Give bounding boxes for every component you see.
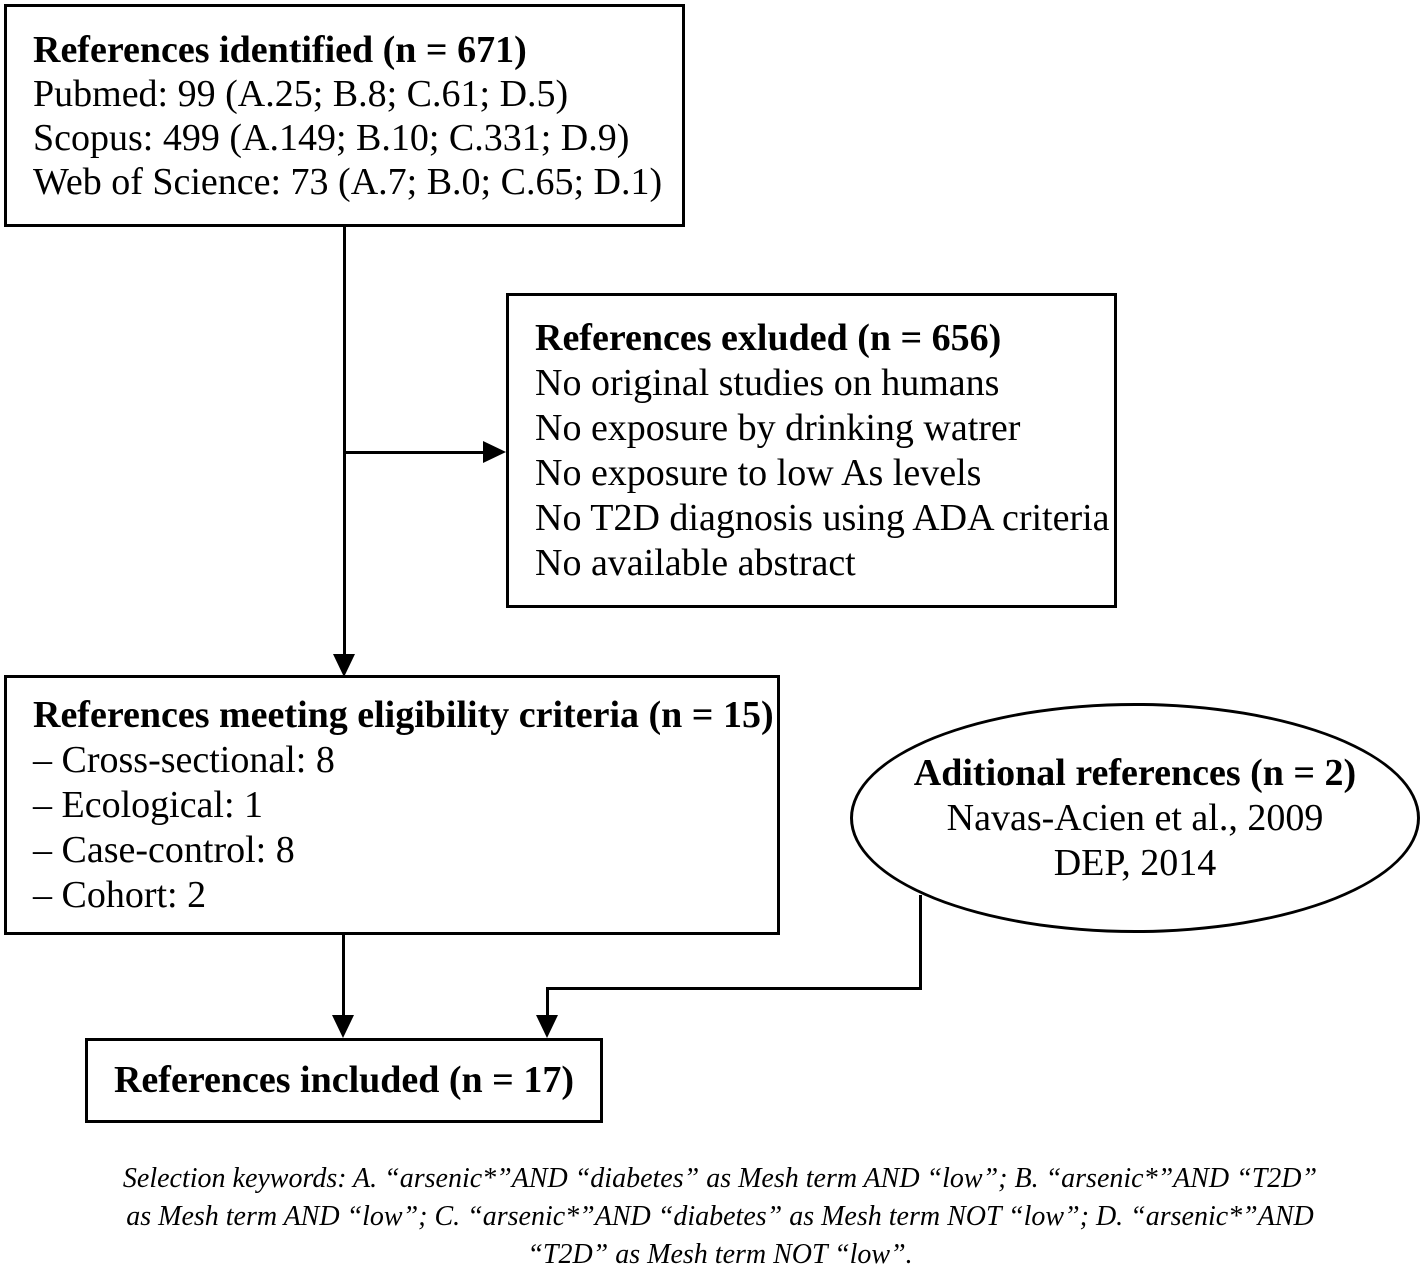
box-references-eligible: References meeting eligibility criteria … xyxy=(4,675,780,935)
connector-additional-to-included-segment xyxy=(546,987,549,1015)
box-references-identified-line-pubmed: Pubmed: 99 (A.25; B.8; C.61; D.5) xyxy=(33,72,569,115)
figure-caption: Selection keywords: A. “arsenic*”AND “di… xyxy=(30,1160,1410,1266)
ellipse-additional-reference-item: Navas-Acien et al., 2009 xyxy=(946,796,1324,839)
arrowhead-down-icon xyxy=(332,1015,354,1038)
ellipse-additional-references: Aditional references (n = 2) Navas-Acien… xyxy=(850,703,1420,933)
arrowhead-down-icon xyxy=(333,654,355,677)
figure-caption-line: Selection keywords: A. “arsenic*”AND “di… xyxy=(122,1163,1318,1194)
box-references-eligible-item: – Cross-sectional: 8 xyxy=(33,738,335,781)
box-references-included: References included (n = 17) xyxy=(85,1038,603,1123)
box-references-excluded: References exluded (n = 656) No original… xyxy=(506,293,1117,608)
box-references-excluded-title: References exluded (n = 656) xyxy=(535,316,1002,359)
box-references-included-title: References included (n = 17) xyxy=(113,1059,574,1101)
box-references-excluded-reason: No available abstract xyxy=(535,541,856,584)
box-references-identified-title: References identified (n = 671) xyxy=(33,28,527,71)
box-references-excluded-reason: No exposure to low As levels xyxy=(535,451,982,494)
arrowhead-right-icon xyxy=(483,441,506,463)
box-references-identified-line-web-of-science: Web of Science: 73 (A.7; B.0; C.65; D.1) xyxy=(33,160,663,203)
figure-caption-line: as Mesh term AND “low”; C. “arsenic*”AND… xyxy=(126,1201,1314,1232)
box-references-identified-line-scopus: Scopus: 499 (A.149; B.10; C.331; D.9) xyxy=(33,116,630,159)
arrowhead-down-icon xyxy=(536,1015,558,1038)
box-references-excluded-reason: No T2D diagnosis using ADA criteria xyxy=(535,496,1110,539)
box-references-eligible-title: References meeting eligibility criteria … xyxy=(33,693,774,736)
box-references-eligible-item: – Ecological: 1 xyxy=(33,783,264,826)
box-references-eligible-item: – Case-control: 8 xyxy=(33,828,295,871)
ellipse-additional-references-title: Aditional references (n = 2) xyxy=(913,751,1357,794)
connector-additional-to-included-segment xyxy=(919,895,922,990)
ellipse-additional-reference-item: DEP, 2014 xyxy=(1053,841,1217,884)
figure-caption-line: “T2D” as Mesh term NOT “low”. xyxy=(527,1239,913,1266)
box-references-identified: References identified (n = 671) Pubmed: … xyxy=(4,4,685,227)
box-references-excluded-reason: No original studies on humans xyxy=(535,361,1000,404)
connector-branch-to-excluded-line xyxy=(344,451,484,454)
box-references-eligible-item: – Cohort: 2 xyxy=(33,873,207,916)
box-references-excluded-reason: No exposure by drinking watrer xyxy=(535,406,1021,449)
connector-additional-to-included-segment xyxy=(546,987,922,990)
connector-eligible-to-included-line xyxy=(342,935,345,1015)
connector-identified-to-eligible-line xyxy=(343,227,346,655)
